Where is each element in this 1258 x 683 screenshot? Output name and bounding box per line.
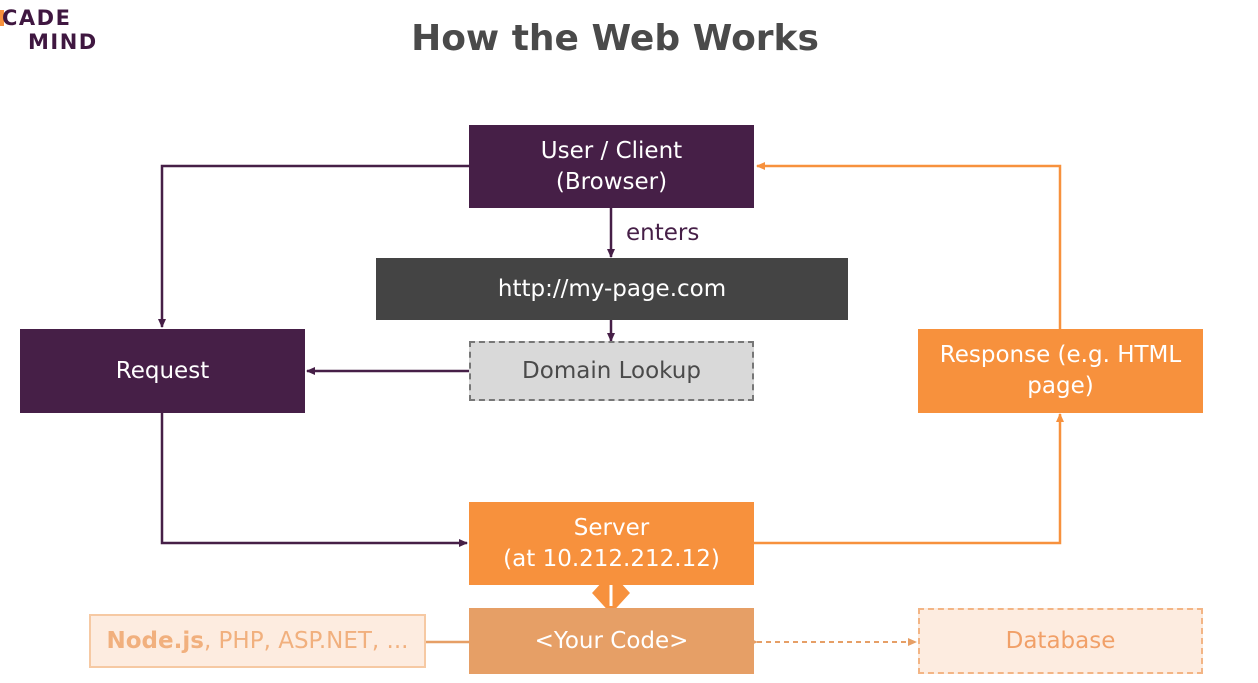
url-label: http://my-page.com (497, 275, 727, 302)
client-label-line2: (Browser) (555, 168, 668, 195)
response-label-line1: Response (e.g. HTML (939, 342, 1182, 368)
languages-bold: Node.js (106, 627, 204, 654)
edge-client-to-request (158, 164, 469, 328)
server-label-line2: (at 10.212.212.12) (503, 545, 720, 572)
database-node: Database (918, 608, 1203, 674)
code-label: <Your Code> (534, 627, 689, 654)
edge-response-to-client (756, 162, 1062, 329)
domain-lookup-label: Domain Lookup (522, 357, 701, 384)
logo-line-2: MIND (28, 30, 98, 54)
domain-lookup-node: Domain Lookup (469, 341, 754, 401)
languages-label: Node.js, PHP, ASP.NET, ... (107, 626, 409, 657)
logo-mark (0, 10, 4, 26)
database-label: Database (1005, 627, 1116, 654)
server-label-line1: Server (573, 514, 650, 541)
edge-request-to-server (160, 413, 468, 547)
languages-node: Node.js, PHP, ASP.NET, ... (89, 614, 426, 668)
enters-label: enters (626, 220, 700, 246)
languages-rest: , PHP, ASP.NET, ... (203, 627, 409, 654)
request-label: Request (115, 357, 210, 384)
server-node: Server (at 10.212.212.12) (469, 502, 754, 585)
logo-line-1: CADE (2, 6, 72, 30)
page-title: How the Web Works (411, 18, 819, 59)
response-node: Response (e.g. HTML page) (918, 329, 1203, 413)
request-node: Request (20, 329, 305, 413)
client-node: User / Client (Browser) (469, 125, 754, 208)
url-node: http://my-page.com (376, 258, 848, 320)
client-label-line1: User / Client (540, 137, 683, 164)
response-label-line2: page) (1027, 373, 1094, 399)
code-node: <Your Code> (469, 608, 754, 674)
edge-server-to-response (754, 413, 1064, 545)
